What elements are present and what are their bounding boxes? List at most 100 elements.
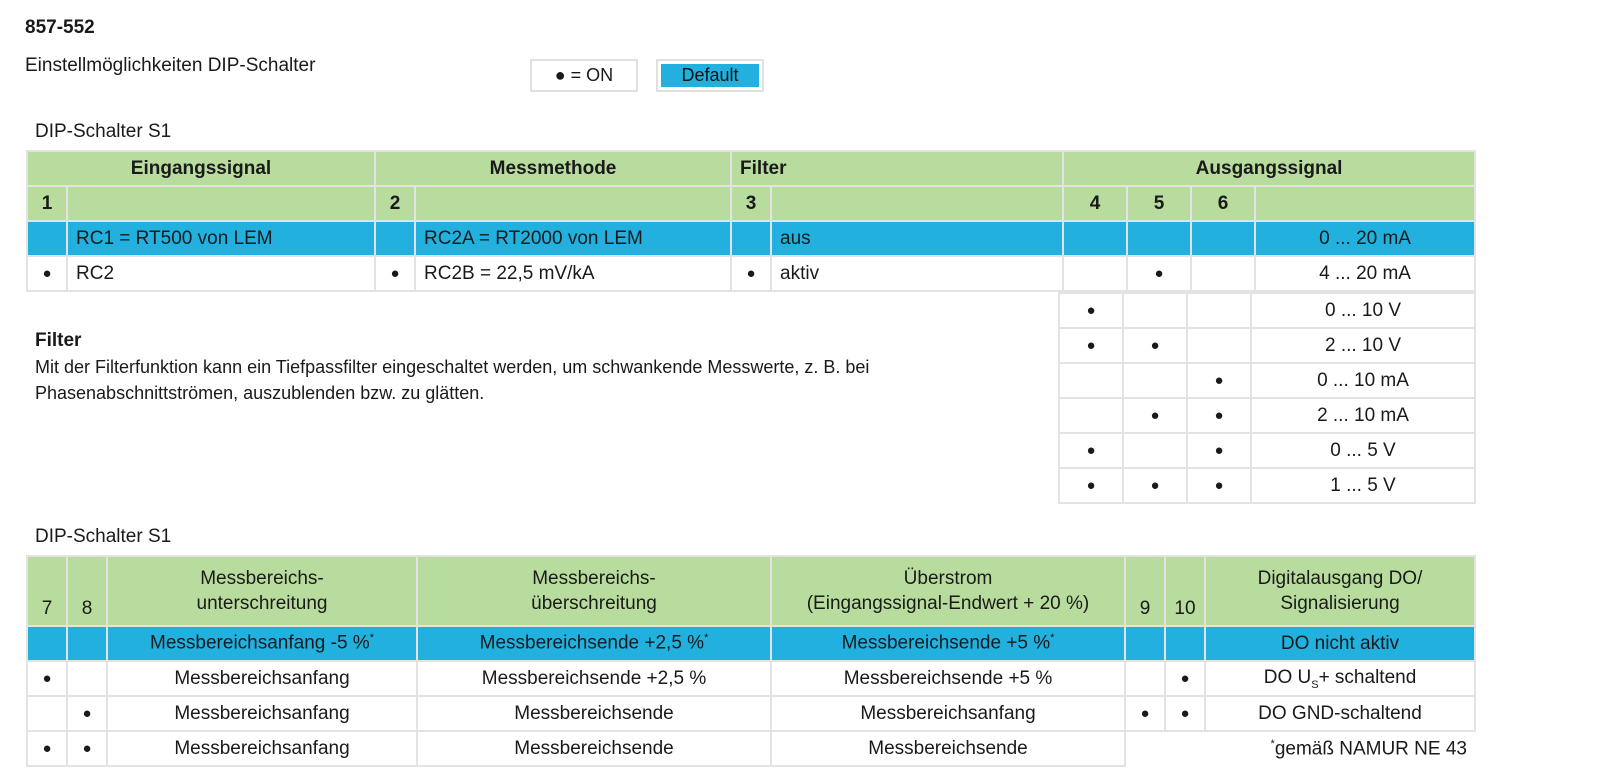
switch-number: 10	[1164, 555, 1206, 627]
model-number: 857-552	[25, 17, 95, 38]
switch-cell	[1062, 255, 1129, 292]
header-ausgangssignal: Ausgangssignal	[1062, 150, 1477, 187]
output-row: ●●2 ... 10 mA	[1058, 397, 1476, 434]
switch-number: 7	[26, 555, 68, 627]
unter-cell: Messbereichsanfang	[106, 730, 418, 767]
unter-cell: Messbereichsanfang	[106, 695, 418, 732]
empty-cell	[770, 185, 1065, 222]
strom-cell: Messbereichsanfang	[770, 695, 1126, 732]
footnote: *gemäß NAMUR NE 43	[1125, 731, 1475, 766]
ausgang-default: 0 ... 20 mA	[1254, 220, 1477, 257]
on-dot: ●	[1186, 467, 1252, 504]
switch-cell	[1186, 292, 1252, 329]
switch-cell	[1124, 660, 1166, 697]
output-value: 0 ... 5 V	[1250, 432, 1476, 469]
header-filter: Filter	[730, 150, 1065, 187]
header-line: Signalisierung	[1280, 593, 1400, 614]
filter-on: aktiv	[770, 255, 1065, 292]
switch-number: 3	[730, 185, 773, 222]
header-eingangssignal: Eingangssignal	[25, 150, 377, 187]
do-cell: DO US+ schaltend	[1204, 660, 1476, 697]
header-messmethode: Messmethode	[374, 150, 733, 187]
header-ueberschreitung: Messbereichs-überschreitung	[416, 555, 772, 627]
asterisk: *	[704, 632, 709, 645]
header-line: (Eingangssignal-Endwert + 20 %)	[806, 593, 1090, 614]
on-dot: ●	[1164, 695, 1206, 732]
on-dot: ●	[1124, 695, 1166, 732]
header-line: unterschreitung	[196, 593, 328, 614]
footnote-text: gemäß NAMUR NE 43	[1274, 738, 1467, 760]
switch-cell	[26, 695, 68, 732]
ausgang-on: 4 ... 20 mA	[1254, 255, 1477, 292]
filter-title: Filter	[35, 330, 82, 351]
on-dot: ●	[1186, 362, 1252, 399]
header-unterschreitung: Messbereichs-unterschreitung	[106, 555, 418, 627]
section-title-s1: DIP-Schalter S1	[35, 121, 172, 142]
switch-number: 1	[26, 185, 68, 222]
cell-text: Messbereichsende +2,5 %	[479, 632, 705, 654]
table-header-row: Eingangssignal Messmethode Filter Ausgan…	[25, 150, 1477, 187]
switch-cell	[1186, 327, 1252, 364]
on-dot: ●	[1058, 292, 1124, 329]
on-dot: ●	[374, 255, 417, 292]
switch-number: 9	[1124, 555, 1166, 627]
switch-cell	[1122, 362, 1188, 399]
on-dot: ●	[1122, 397, 1188, 434]
output-row: ●●●1 ... 5 V	[1058, 467, 1476, 504]
cell-text: DO U	[1263, 666, 1312, 688]
header-digitalausgang: Digitalausgang DO/Signalisierung	[1204, 555, 1476, 627]
output-signal-table: ●0 ... 10 V●●2 ... 10 V●0 ... 10 mA●●2 .…	[1058, 292, 1476, 504]
on-dot: ●	[1058, 432, 1124, 469]
empty-cell	[65, 185, 377, 222]
cell-text: + schaltend	[1318, 666, 1417, 688]
on-dot: ●	[1126, 255, 1193, 292]
switch-cell	[1122, 432, 1188, 469]
header-line: Messbereichs-	[200, 568, 324, 589]
table-row: ● Messbereichsanfang Messbereichsende +2…	[26, 660, 1476, 697]
default-row: RC1 = RT500 von LEM RC2A = RT2000 von LE…	[26, 220, 1477, 257]
header-line: Überstrom	[903, 568, 993, 589]
table-row: ● Messbereichsanfang Messbereichsende Me…	[26, 695, 1476, 732]
do-default: DO nicht aktiv	[1204, 625, 1476, 662]
on-dot: ●	[1164, 660, 1206, 697]
on-dot: ●	[1122, 467, 1188, 504]
filter-description: Filter Mit der Filterfunktion kann ein T…	[35, 328, 1025, 406]
footnote-mark: *	[1270, 737, 1275, 750]
section-title-s1-second: DIP-Schalter S1	[35, 526, 172, 547]
on-dot: ●	[1058, 467, 1124, 504]
filter-default: aus	[770, 220, 1065, 257]
switch-cell	[1164, 625, 1206, 662]
ueber-default: Messbereichsende +2,5 %*	[416, 625, 772, 662]
table-row: ● ● Messbereichsanfang Messbereichsende …	[26, 730, 1475, 767]
messmethode-default: RC2A = RT2000 von LEM	[414, 220, 733, 257]
switch-number: 4	[1062, 185, 1129, 222]
on-dot: ●	[26, 730, 68, 767]
empty-cell	[414, 185, 733, 222]
messmethode-on: RC2B = 22,5 mV/kA	[414, 255, 733, 292]
header-ueberstrom: Überstrom (Eingangssignal-Endwert + 20 %)	[770, 555, 1126, 627]
output-value: 2 ... 10 mA	[1250, 397, 1476, 434]
switch-number: 8	[66, 555, 108, 627]
header-line: Digitalausgang DO/	[1257, 568, 1423, 589]
on-dot: ●	[26, 660, 68, 697]
switch-number-row: 1 2 3 4 5 6	[26, 185, 1477, 222]
switch-cell	[1124, 625, 1166, 662]
switch-cell	[66, 625, 108, 662]
switch-cell	[1058, 397, 1124, 434]
header-line: Messbereichs-	[532, 568, 656, 589]
do-cell: DO GND-schaltend	[1204, 695, 1476, 732]
ueber-cell: Messbereichsende +2,5 %	[416, 660, 772, 697]
cell-text: Messbereichsende +5 %	[841, 632, 1051, 654]
default-row: Messbereichsanfang -5 %* Messbereichsend…	[26, 625, 1476, 662]
ueber-cell: Messbereichsende	[416, 695, 772, 732]
output-row: ●0 ... 10 V	[1058, 292, 1476, 329]
switch-number: 5	[1126, 185, 1193, 222]
on-dot: ●	[1058, 327, 1124, 364]
switch-cell	[26, 220, 68, 257]
output-value: 2 ... 10 V	[1250, 327, 1476, 364]
ueber-cell: Messbereichsende	[416, 730, 772, 767]
on-dot: ●	[730, 255, 773, 292]
switch-number: 2	[374, 185, 417, 222]
empty-cell	[1254, 185, 1477, 222]
asterisk: *	[1050, 632, 1055, 645]
